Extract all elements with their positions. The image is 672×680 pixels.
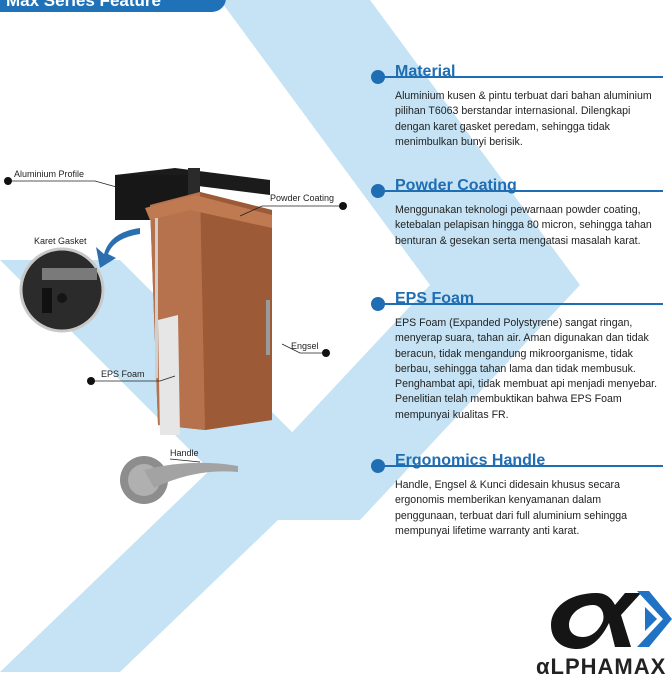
callout-engsel: Engsel <box>291 341 319 351</box>
feature-title: Ergonomics Handle <box>395 452 546 469</box>
feature-description: EPS Foam (Expanded Polystyrene) sangat r… <box>395 317 658 421</box>
alpha-logo-icon <box>551 591 672 649</box>
callout-aluminium-profile: Aluminium Profile <box>14 169 85 179</box>
callout-powder-coating: Powder Coating <box>270 193 335 203</box>
handle-illustration <box>120 456 238 504</box>
brand-logo-text: αLPHAMAX <box>536 654 666 680</box>
bullet-dot-icon <box>371 297 385 311</box>
feature-description: Handle, Engsel & Kunci didesain khusus s… <box>395 479 628 537</box>
bullet-dot-icon <box>371 70 385 84</box>
door-illustration <box>19 168 272 435</box>
series-banner: Max Series Feature <box>0 0 226 12</box>
callout-karet-gasket: Karet Gasket <box>34 236 87 246</box>
feature-divider <box>381 303 663 305</box>
feature-divider <box>381 76 663 78</box>
feature-title: Material <box>395 63 456 80</box>
feature-title: EPS Foam <box>395 290 475 307</box>
feature-divider <box>381 190 663 192</box>
callout-eps-foam: EPS Foam <box>101 369 145 379</box>
bullet-dot-icon <box>371 459 385 473</box>
feature-description: Aluminium kusen & pintu terbuat dari bah… <box>395 90 652 148</box>
feature-description: Menggunakan teknologi pewarnaan powder c… <box>395 204 652 247</box>
alpha-glyph-icon: α <box>536 654 551 679</box>
feature-title: Powder Coating <box>395 177 517 194</box>
feature-divider <box>381 465 663 467</box>
brand-name: LPHAMAX <box>550 654 667 679</box>
callout-handle: Handle <box>170 448 199 458</box>
bullet-dot-icon <box>371 184 385 198</box>
